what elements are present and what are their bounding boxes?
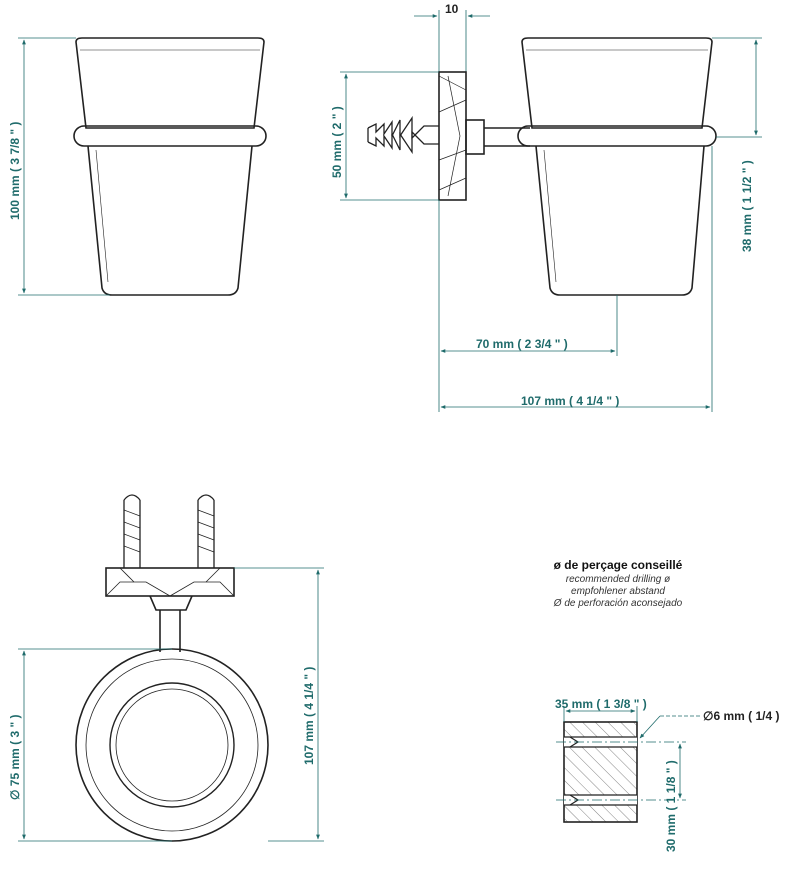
wall-plate: [438, 71, 467, 201]
hole-diameter-label: ∅6 mm ( 1/4 ): [703, 709, 779, 723]
ring-diameter-label: ∅ 75 mm ( 3 " ): [8, 714, 22, 800]
holder-arm: [465, 119, 530, 155]
hole-depth-label: 35 mm ( 1 3/8 " ): [555, 697, 647, 711]
drilling-note-en: recommended drilling ø: [566, 574, 671, 585]
drill-section: [563, 721, 638, 823]
total-depth-label: 107 mm ( 4 1/4 " ): [302, 667, 316, 765]
total-projection-dimension: [440, 146, 713, 412]
top-view-ring: [75, 648, 269, 842]
ring-diameter-dimension: [18, 648, 172, 842]
total-depth-dimension: [234, 567, 324, 842]
anchor-spacing-dimension: [340, 71, 439, 201]
drilling-note-fr: ø de perçage conseillé: [554, 558, 683, 572]
plate-thickness-label: 10: [445, 2, 459, 16]
hole-depth-dimension: [563, 706, 638, 722]
top-view-plate: [105, 567, 235, 611]
total-projection-label: 107 mm ( 4 1/4 " ): [521, 394, 619, 408]
top-view-anchors: [123, 494, 215, 568]
cup-height-label: 100 mm ( 3 7/8 " ): [8, 122, 22, 220]
front-cup-view: [73, 37, 267, 296]
drill-centerlines: [556, 741, 686, 801]
ring-height-label: 38 mm ( 1 1/2 " ): [740, 160, 754, 252]
ring-height-dimension: [712, 37, 762, 138]
plate-thickness-dimension: [414, 10, 490, 72]
cup-height-dimension: [18, 37, 110, 296]
drilling-note-de: empfohlener abstand: [571, 586, 665, 597]
hole-diameter-leader: [639, 715, 700, 739]
anchor-spacing-label: 50 mm ( 2 " ): [330, 106, 344, 178]
wall-anchor-lower: [367, 130, 439, 155]
side-cup-view: [517, 37, 717, 296]
wall-anchor-upper: [367, 115, 439, 140]
cup-offset-label: 70 mm ( 2 3/4 " ): [476, 337, 568, 351]
hole-spacing-label: 30 mm ( 1 1/8 " ): [664, 760, 678, 852]
drilling-note-es: Ø de perforación aconsejado: [553, 598, 683, 609]
cup-offset-dimension: [438, 200, 618, 412]
top-view-arm: [159, 610, 181, 652]
